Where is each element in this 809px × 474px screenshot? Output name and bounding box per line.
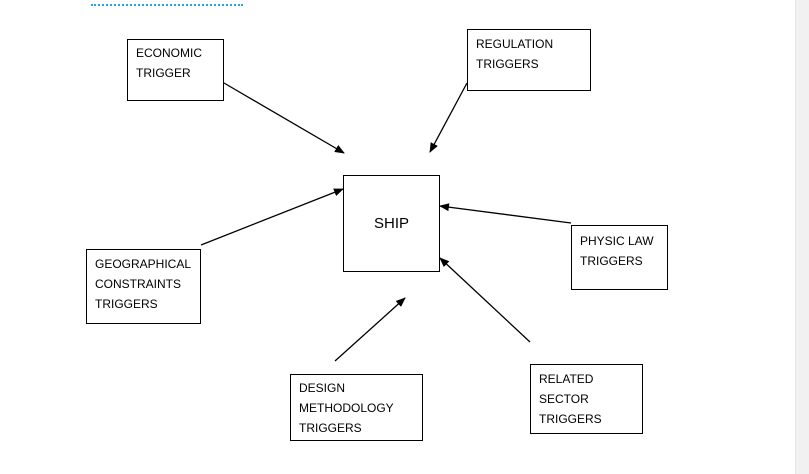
design-methodology-triggers-node: DESIGN METHODOLOGY TRIGGERS bbox=[290, 374, 423, 441]
ship-label: SHIP bbox=[373, 214, 409, 232]
page-edge-scrollbar bbox=[795, 0, 809, 474]
node-line: GEOGRAPHICAL bbox=[95, 257, 192, 271]
node-line: RELATED bbox=[539, 372, 594, 386]
node-line: TRIGGERS bbox=[95, 297, 158, 311]
arrow-regulation-to-ship bbox=[429, 82, 468, 153]
physic-law-triggers-node: PHYSIC LAW TRIGGERS bbox=[571, 225, 668, 290]
arrow-physic-law-to-ship bbox=[439, 203, 572, 224]
arrow-geographical-to-ship bbox=[200, 188, 344, 246]
node-line: TRIGGERS bbox=[539, 412, 602, 426]
arrow-design-to-ship bbox=[334, 297, 406, 362]
node-line: TRIGGERS bbox=[299, 421, 362, 435]
node-line: TRIGGER bbox=[136, 66, 191, 80]
related-sector-triggers-node: RELATED SECTOR TRIGGERS bbox=[530, 364, 643, 434]
arrow-economic-to-ship bbox=[223, 82, 345, 154]
node-line: TRIGGERS bbox=[476, 57, 539, 71]
arrow-related-to-ship bbox=[439, 257, 531, 343]
node-line: PHYSIC LAW bbox=[580, 234, 654, 248]
economic-trigger-node: ECONOMIC TRIGGER bbox=[127, 39, 224, 101]
node-line: CONSTRAINTS bbox=[95, 277, 182, 291]
geographical-constraints-triggers-node: GEOGRAPHICAL CONSTRAINTS TRIGGERS bbox=[86, 249, 201, 324]
regulation-triggers-node: REGULATION TRIGGERS bbox=[467, 29, 591, 91]
node-line: TRIGGERS bbox=[580, 254, 643, 268]
top-underline-decoration bbox=[91, 0, 243, 6]
node-line: SECTOR bbox=[539, 392, 589, 406]
ship-node: SHIP bbox=[343, 175, 440, 272]
node-line: METHODOLOGY bbox=[299, 401, 394, 415]
node-line: ECONOMIC bbox=[136, 46, 202, 60]
node-line: REGULATION bbox=[476, 37, 554, 51]
node-line: DESIGN bbox=[299, 381, 346, 395]
